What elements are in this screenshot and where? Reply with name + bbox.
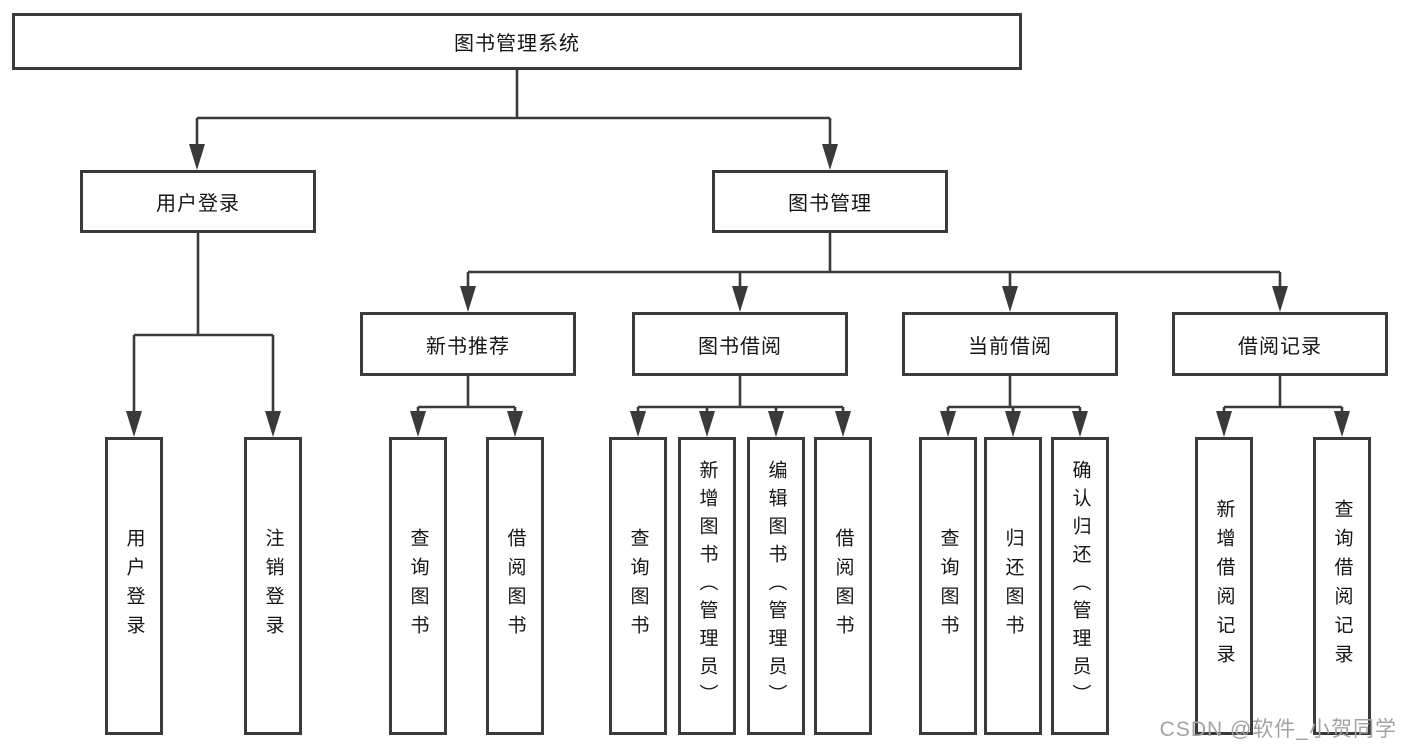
- node-book-borrow: 图书借阅: [632, 312, 848, 376]
- leaf-query-books-recommend: 查询图书: [389, 437, 447, 735]
- leaf-label: 用户登录: [123, 528, 145, 644]
- node-borrow-records: 借阅记录: [1172, 312, 1388, 376]
- leaf-edit-book-admin: 编辑图书（管理员）: [747, 437, 805, 735]
- leaf-label: 借阅图书: [832, 528, 854, 644]
- edge-borrow-split: [636, 376, 845, 415]
- node-book-management: 图书管理: [712, 170, 948, 233]
- leaf-label: 查询图书: [407, 528, 429, 644]
- node-user-login: 用户登录: [80, 170, 316, 233]
- edge-current-split: [946, 376, 1082, 415]
- leaf-label: 确认归还（管理员）: [1069, 460, 1091, 712]
- edge-book-mgmt-split: [466, 233, 1282, 290]
- leaf-label: 查询图书: [937, 528, 959, 644]
- leaf-label: 归还图书: [1002, 528, 1024, 644]
- edge-recommend-split: [416, 376, 517, 415]
- leaf-label: 新增图书（管理员）: [696, 460, 718, 712]
- leaf-label: 查询借阅记录: [1331, 499, 1353, 673]
- csdn-watermark: CSDN @软件_小贺同学: [1159, 718, 1397, 741]
- leaf-query-borrow-record: 查询借阅记录: [1313, 437, 1371, 735]
- node-current-borrow: 当前借阅: [902, 312, 1118, 376]
- leaf-label: 借阅图书: [504, 528, 526, 644]
- leaf-user-login: 用户登录: [105, 437, 163, 735]
- leaf-borrow-books-recommend: 借阅图书: [486, 437, 544, 735]
- leaf-borrow-books: 借阅图书: [814, 437, 872, 735]
- node-library-management-system: 图书管理系统: [12, 13, 1022, 70]
- leaf-add-book-admin: 新增图书（管理员）: [678, 437, 736, 735]
- leaf-query-books-current: 查询图书: [919, 437, 977, 735]
- leaf-query-books-borrow: 查询图书: [609, 437, 667, 735]
- leaf-confirm-return-admin: 确认归还（管理员）: [1051, 437, 1109, 735]
- leaf-logout: 注销登录: [244, 437, 302, 735]
- edge-user-login-split: [132, 233, 275, 415]
- leaf-label: 新增借阅记录: [1213, 499, 1235, 673]
- leaf-label: 编辑图书（管理员）: [765, 460, 787, 712]
- leaf-return-book: 归还图书: [984, 437, 1042, 735]
- edge-root-split: [195, 70, 832, 148]
- leaf-label: 查询图书: [627, 528, 649, 644]
- leaf-add-borrow-record: 新增借阅记录: [1195, 437, 1253, 735]
- node-new-book-recommend: 新书推荐: [360, 312, 576, 376]
- leaf-label: 注销登录: [262, 528, 284, 644]
- edge-records-split: [1222, 376, 1344, 415]
